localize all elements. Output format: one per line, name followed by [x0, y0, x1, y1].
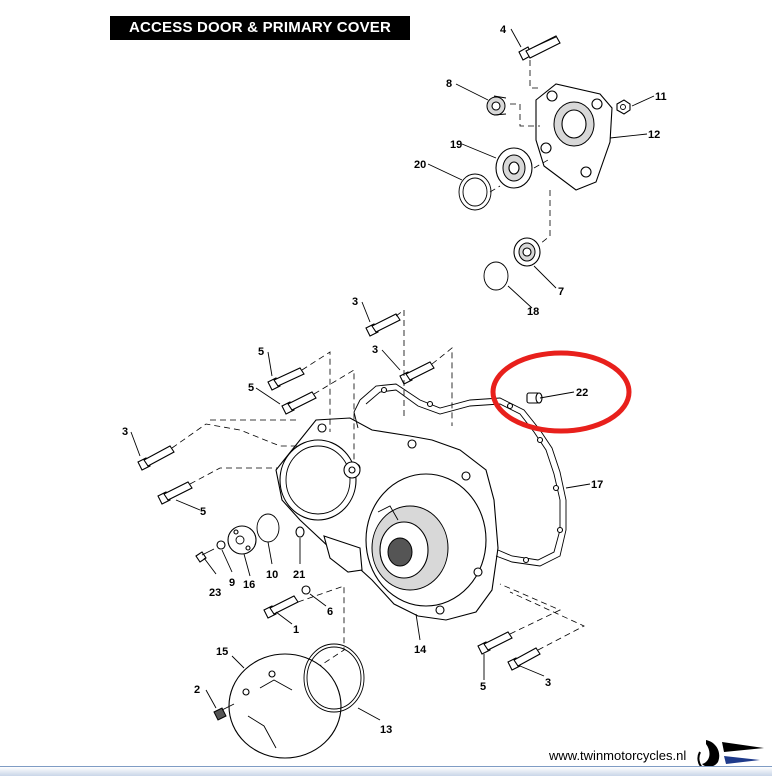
bolt-3-lower: [507, 647, 541, 671]
callout-3-lower: 3: [545, 677, 551, 689]
callout-13: 13: [380, 724, 392, 736]
washer-6: [301, 585, 311, 595]
bearing-housing-12: [535, 83, 613, 191]
callout-17: 17: [591, 479, 603, 491]
bolt-5-left: [157, 481, 193, 505]
retaining-ring-20: [458, 173, 492, 211]
bolt-5-lower: [477, 631, 513, 655]
callout-3-upper: 3: [352, 296, 358, 308]
seal-8: [486, 95, 507, 116]
callout-7: 7: [558, 286, 564, 298]
fitting-small: [343, 461, 361, 479]
bolt-5-upper: [267, 367, 305, 391]
callout-18: 18: [527, 306, 539, 318]
callout-15: 15: [216, 646, 228, 658]
callout-3-mid: 3: [372, 344, 378, 356]
callout-5-lower: 5: [480, 681, 486, 693]
website-url[interactable]: www.twinmotorcycles.nl: [549, 748, 687, 763]
callout-22: 22: [576, 387, 588, 399]
callout-8: 8: [446, 78, 452, 90]
callout-12: 12: [648, 129, 660, 141]
callout-16: 16: [243, 579, 255, 591]
callout-5-upper: 5: [258, 346, 264, 358]
footer-bar: [0, 766, 772, 776]
washer-21: [295, 526, 305, 538]
callout-1: 1: [293, 624, 299, 636]
callout-19: 19: [450, 139, 462, 151]
highlight-circle: [490, 350, 632, 434]
bearing-19: [495, 147, 533, 189]
o-ring-10: [256, 513, 280, 543]
callout-21: 21: [293, 569, 305, 581]
callout-23: 23: [209, 587, 221, 599]
plate-16: [227, 525, 257, 555]
bolt-3-mid: [399, 361, 435, 385]
o-ring-13: [303, 643, 365, 713]
callout-20: 20: [414, 159, 426, 171]
callout-11: 11: [655, 91, 667, 103]
callout-4: 4: [500, 24, 507, 36]
bolt-5-mid: [281, 391, 317, 415]
callout-2: 2: [194, 684, 200, 696]
bolt-4: [518, 35, 561, 61]
screw-23: [195, 548, 215, 563]
bolt-3-upper: [365, 313, 401, 337]
bolt-3-left: [137, 445, 175, 471]
bolt-1: [263, 595, 299, 619]
screw-2: [213, 703, 235, 721]
dowel-pin-22: [526, 392, 543, 404]
bearing-7: [513, 237, 541, 267]
diagram-title: ACCESS DOOR & PRIMARY COVER: [110, 16, 410, 40]
callout-14: 14: [414, 644, 427, 656]
callout-leaders: [130, 28, 655, 721]
callout-5-mid: 5: [248, 382, 254, 394]
access-door-15: [228, 653, 342, 759]
retaining-ring-18: [483, 261, 509, 291]
callout-3-left: 3: [122, 426, 128, 438]
callout-10: 10: [266, 569, 278, 581]
washer-9: [216, 540, 226, 550]
primary-cover-14: [275, 417, 499, 621]
nut-11: [616, 99, 631, 115]
callout-5-left: 5: [200, 506, 206, 518]
callout-6: 6: [327, 606, 333, 618]
callout-9: 9: [229, 577, 235, 589]
